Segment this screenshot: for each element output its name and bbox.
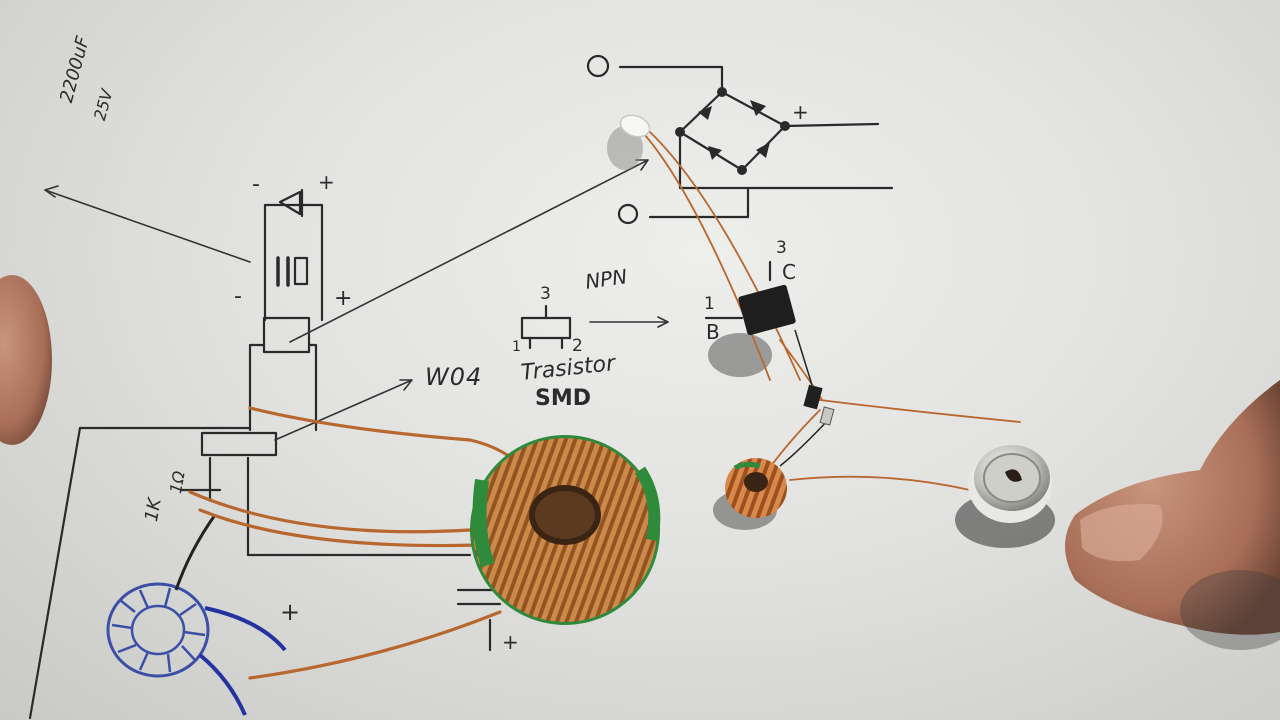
rectifier-rect: [200, 431, 278, 457]
smd-transistor: [738, 284, 796, 336]
plus-sign-cap-bottom: +: [502, 630, 519, 654]
copper-wires: [188, 406, 527, 680]
capacitor-plate: [293, 256, 309, 286]
big-toroid: [470, 435, 661, 625]
blue-wire: [198, 606, 287, 716]
metal-disc: [968, 445, 1052, 523]
dc-plus-wire: [783, 122, 880, 128]
transistor-rect: [262, 316, 311, 354]
bridge-diodes: [698, 100, 770, 160]
arrow-to-capacitor: [44, 185, 251, 263]
cap-box: [263, 203, 324, 322]
symbol-pin-1: 1: [512, 339, 521, 355]
ac-terminal-2: [617, 203, 639, 225]
drawn-toroid: [106, 582, 210, 678]
minus-sign-cap: -: [234, 284, 242, 309]
plus-sign-bottom: +: [280, 598, 301, 626]
bridge-diamond: [678, 90, 787, 172]
symbol-pin-2: 2: [572, 336, 583, 356]
wire-left-edge: [28, 426, 82, 720]
transistor-leads: [248, 343, 318, 432]
diode-symbol: [278, 188, 304, 218]
collector-letter: C: [782, 260, 796, 284]
wire-bottom: [246, 456, 472, 557]
dc-minus-wire: [678, 130, 894, 190]
arrow-to-w04: [274, 379, 413, 441]
arrow-to-transistor: [589, 316, 669, 328]
package-label: SMD: [535, 386, 591, 411]
collector-number: 3: [776, 238, 787, 258]
finger-left: [0, 275, 52, 445]
resistor-pin-label: 1Ω: [166, 469, 189, 495]
rectifier-label: W04: [425, 363, 483, 391]
smd-symbol-pins: [528, 304, 564, 350]
ac-terminal-1: [586, 54, 610, 78]
plus-sign-cap: +: [334, 286, 353, 311]
plus-sign-bridge: +: [792, 100, 809, 124]
minus-sign-top: -: [252, 172, 260, 197]
drawn-toroid-windings: [111, 587, 206, 673]
base-number: 1: [704, 294, 715, 314]
resistor-label: 1K: [141, 496, 166, 524]
smd-resistor: [803, 384, 823, 410]
base-letter: B: [706, 320, 720, 344]
small-toroid: [725, 458, 787, 518]
arrow-to-led: [289, 159, 649, 343]
transistor-type-label: NPN: [583, 264, 629, 294]
plus-sign-top: +: [318, 170, 335, 194]
smd-symbol: [520, 316, 572, 340]
capacitor-symbol: [276, 256, 290, 287]
resistor-symbol: [180, 456, 222, 502]
symbol-pin-3: 3: [540, 284, 551, 304]
led: [619, 114, 651, 138]
finger-right: [1065, 380, 1280, 635]
ac-wire-bottom: [648, 188, 750, 219]
ac-wire-top: [618, 65, 724, 90]
